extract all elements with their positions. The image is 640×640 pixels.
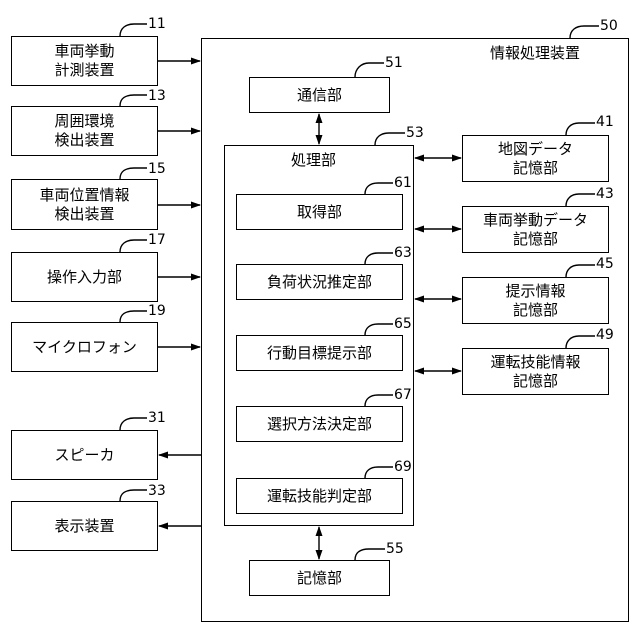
leader-50	[570, 26, 599, 38]
leader-55	[355, 549, 385, 560]
leader-11	[120, 24, 147, 36]
leader-67	[365, 395, 393, 406]
leader-17	[120, 240, 147, 252]
leader-43	[566, 194, 595, 206]
leader-33	[120, 490, 147, 501]
leader-49	[566, 336, 595, 348]
leader-41	[566, 123, 595, 135]
leader-61	[365, 183, 393, 194]
leader-15	[120, 168, 147, 179]
leader-63	[365, 253, 393, 264]
leader-31	[120, 418, 147, 430]
leader-19	[120, 311, 147, 322]
leader-53	[375, 133, 405, 145]
leader-13	[120, 95, 147, 106]
leader-51	[355, 63, 384, 77]
leader-45	[566, 265, 595, 277]
leader-65	[365, 324, 393, 335]
leader-69	[365, 467, 393, 478]
